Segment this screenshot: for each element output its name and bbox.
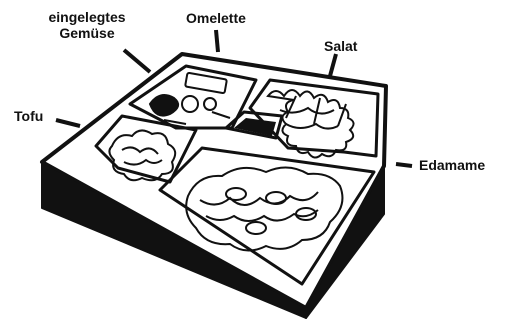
leader-salad bbox=[330, 54, 336, 76]
label-pickles-line1: eingelegtes bbox=[22, 9, 152, 25]
leader-omelette bbox=[216, 30, 218, 52]
label-omelette: Omelette bbox=[186, 10, 246, 26]
label-pickles-line2: Gemüse bbox=[22, 25, 152, 41]
label-tofu: Tofu bbox=[14, 108, 43, 124]
label-salad: Salat bbox=[324, 38, 357, 54]
label-pickles: eingelegtes Gemüse bbox=[22, 9, 152, 41]
leader-tofu bbox=[56, 120, 80, 126]
label-edamame: Edamame bbox=[419, 157, 485, 173]
leader-edamame bbox=[396, 164, 412, 166]
leader-pickles bbox=[124, 50, 150, 72]
